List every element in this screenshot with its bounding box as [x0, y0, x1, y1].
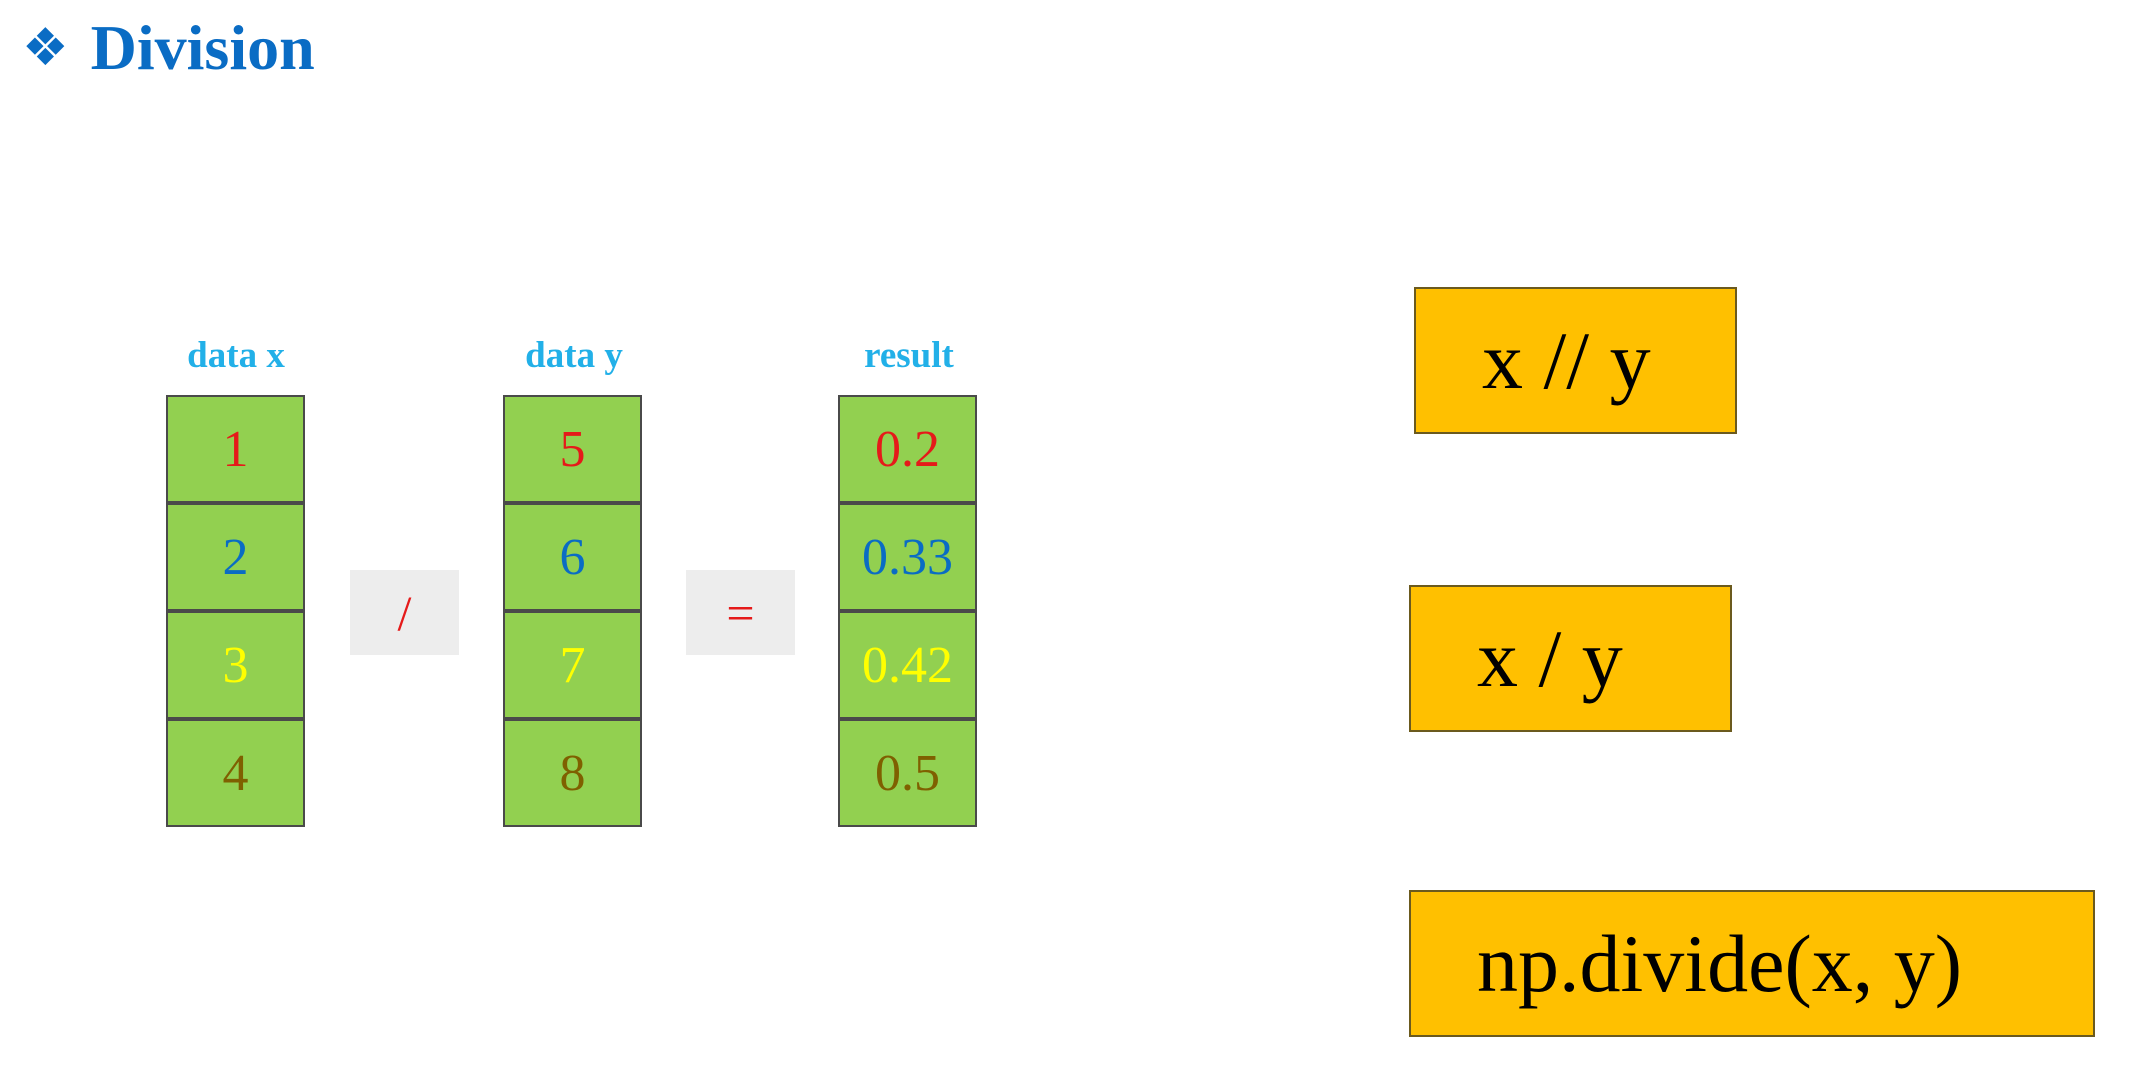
title-text: Division	[90, 12, 315, 83]
true-divide-code-box: x / y	[1409, 585, 1732, 732]
result-cell: 0.42	[838, 611, 977, 719]
slide-title: ❖ Division	[22, 8, 315, 88]
result-cell: 0.5	[838, 719, 977, 827]
data-x-cell: 1	[166, 395, 305, 503]
data-y-cell: 8	[503, 719, 642, 827]
result-cell: 0.2	[838, 395, 977, 503]
data-x-cell: 2	[166, 503, 305, 611]
data-x-cell: 3	[166, 611, 305, 719]
np-divide-code: np.divide(x, y)	[1477, 917, 1963, 1009]
divide-operator: /	[350, 570, 459, 655]
data-y-cell: 5	[503, 395, 642, 503]
floor-divide-code-box: x // y	[1414, 287, 1737, 434]
data-y-cell: 7	[503, 611, 642, 719]
floor-divide-code: x // y	[1482, 314, 1651, 406]
np-divide-code-box: np.divide(x, y)	[1409, 890, 2095, 1037]
four-diamonds-icon: ❖	[22, 18, 69, 78]
column-label-data-x: data x	[187, 335, 285, 376]
equals-operator: =	[686, 570, 795, 655]
result-cell: 0.33	[838, 503, 977, 611]
data-y-cell: 6	[503, 503, 642, 611]
column-label-data-y: data y	[525, 335, 623, 376]
data-x-cell: 4	[166, 719, 305, 827]
true-divide-code: x / y	[1477, 612, 1623, 704]
column-label-result: result	[864, 335, 954, 376]
